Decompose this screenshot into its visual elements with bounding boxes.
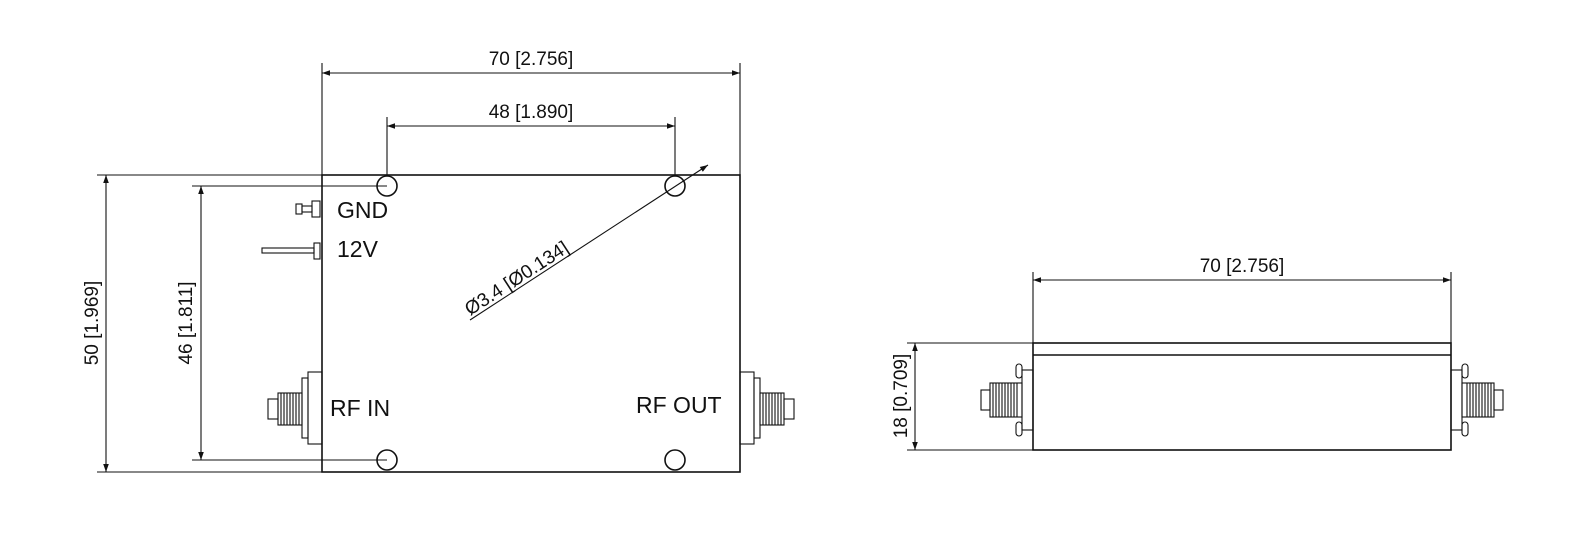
height-dimension-label: 50 [1.969] bbox=[82, 281, 103, 366]
12v-pin bbox=[261, 242, 321, 260]
hole-spacing-x-label: 48 [1.890] bbox=[489, 102, 574, 123]
hole-diameter-leader bbox=[469, 164, 709, 321]
rf-out-connector-icon bbox=[739, 371, 795, 445]
gnd-label: GND bbox=[337, 197, 388, 223]
side-height-dimension-label: 18 [0.709] bbox=[891, 354, 912, 439]
side-left-connector-icon bbox=[980, 363, 1034, 437]
top-view: 70 [2.756] 48 [1.890] Ø3.4 [Ø0.134] 50 [… bbox=[82, 49, 795, 473]
side-view: 70 [2.756] 18 [0.709] bbox=[891, 256, 1504, 451]
mounting-hole-bottom-right bbox=[664, 449, 686, 471]
side-width-dimension-label: 70 [2.756] bbox=[1200, 256, 1285, 277]
width-dimension-label: 70 [2.756] bbox=[489, 49, 574, 70]
rf-in-label: RF IN bbox=[330, 395, 390, 421]
side-housing-outline bbox=[1032, 342, 1452, 451]
gnd-pin bbox=[295, 200, 321, 218]
hole-spacing-y-label: 46 [1.811] bbox=[176, 281, 197, 364]
housing-outline bbox=[321, 174, 741, 473]
12v-label: 12V bbox=[337, 236, 379, 262]
side-right-connector-icon bbox=[1450, 363, 1504, 437]
rf-out-label: RF OUT bbox=[636, 392, 722, 418]
rf-in-connector-icon bbox=[267, 371, 323, 445]
